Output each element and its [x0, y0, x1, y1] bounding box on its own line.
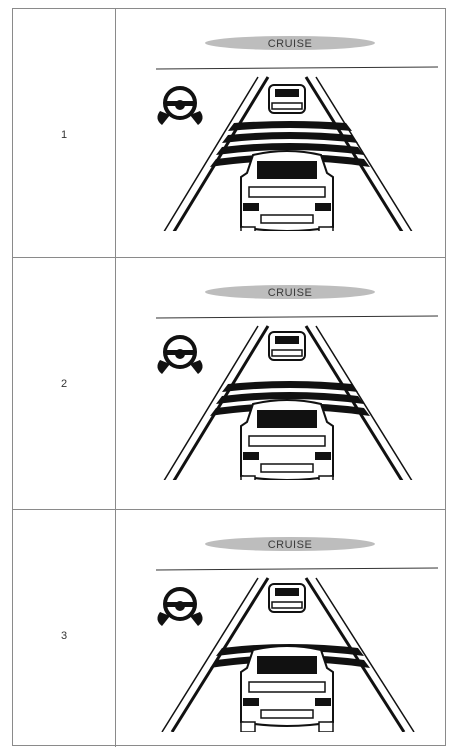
own-vehicle-icon — [241, 400, 333, 480]
table-row: 2 CRUISE — [13, 258, 445, 510]
cruise-distance-table: 1 CRUISE — [12, 8, 446, 746]
lead-vehicle-icon — [269, 332, 305, 360]
lead-vehicle-icon — [269, 85, 305, 113]
table-row: 1 CRUISE — [13, 9, 445, 258]
cruise-indicator: CRUISE — [205, 36, 375, 50]
row-number: 2 — [13, 378, 115, 390]
row-number-cell: 3 — [13, 510, 116, 747]
illustration-cell: CRUISE — [116, 510, 445, 747]
lead-vehicle-icon — [269, 584, 305, 612]
row-number-cell: 2 — [13, 258, 116, 509]
cruise-indicator-label: CRUISE — [268, 38, 313, 50]
cruise-illustration: CRUISE — [146, 274, 438, 480]
row-number: 1 — [13, 129, 115, 141]
steering-wheel-icon — [157, 88, 202, 125]
distance-bar — [222, 132, 358, 143]
cruise-illustration: CRUISE — [146, 526, 438, 732]
steering-wheel-icon — [157, 337, 202, 374]
row-number: 3 — [13, 630, 115, 642]
cruise-indicator: CRUISE — [205, 285, 375, 299]
cruise-indicator-label: CRUISE — [268, 539, 313, 551]
distance-bar — [222, 381, 358, 392]
illustration-cell: CRUISE — [116, 258, 445, 509]
steering-wheel-icon — [157, 589, 202, 626]
cruise-indicator-label: CRUISE — [268, 287, 313, 299]
own-vehicle-icon — [241, 151, 333, 231]
own-vehicle-icon — [241, 646, 333, 732]
illustration-cell: CRUISE — [116, 9, 445, 257]
cruise-illustration: CRUISE — [146, 25, 438, 231]
table-row: 3 CRUISE — [13, 510, 445, 747]
distance-bar — [228, 121, 352, 131]
cruise-indicator: CRUISE — [205, 537, 375, 551]
row-number-cell: 1 — [13, 9, 116, 257]
